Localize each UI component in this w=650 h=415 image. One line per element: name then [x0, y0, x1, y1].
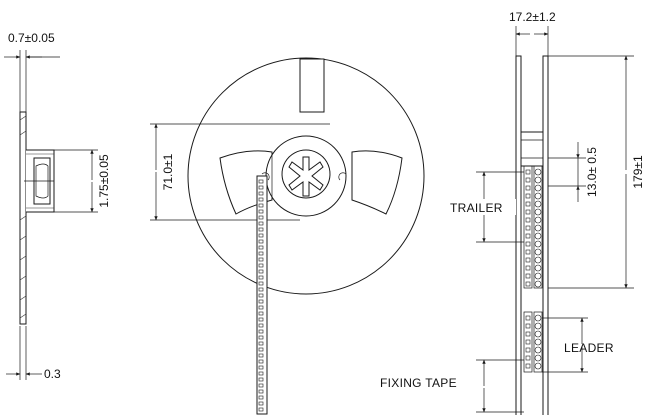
- tape-thickness-dim: 0.7±0.05: [8, 31, 55, 45]
- bottom-thickness-dim: 0.3: [44, 367, 61, 381]
- arbor-hole-dim: 13.0± 0.5: [585, 147, 599, 197]
- reel-front-view: 71.0±1: [150, 57, 425, 415]
- tape-sprocket-holes: [258, 179, 264, 412]
- fixing-tape-label: FIXING TAPE: [380, 376, 457, 390]
- reel-side-view: 17.2±1.2 13.0± 0.5 179±1 TRAILER: [378, 10, 645, 415]
- pocket-depth-dim: 1.75±0.05: [97, 154, 111, 208]
- wound-tape-pockets: [525, 168, 542, 370]
- leader-label: LEADER: [564, 341, 614, 355]
- reel-width-dim: 17.2±1.2: [509, 10, 556, 24]
- trailer-label: TRAILER: [450, 201, 503, 215]
- hub-diameter-dim: 71.0±1: [161, 153, 175, 190]
- reel-diameter-dim: 179±1: [631, 155, 645, 189]
- tape-cross-section: 0.7±0.05 1.75±0.05 0.3: [4, 31, 111, 381]
